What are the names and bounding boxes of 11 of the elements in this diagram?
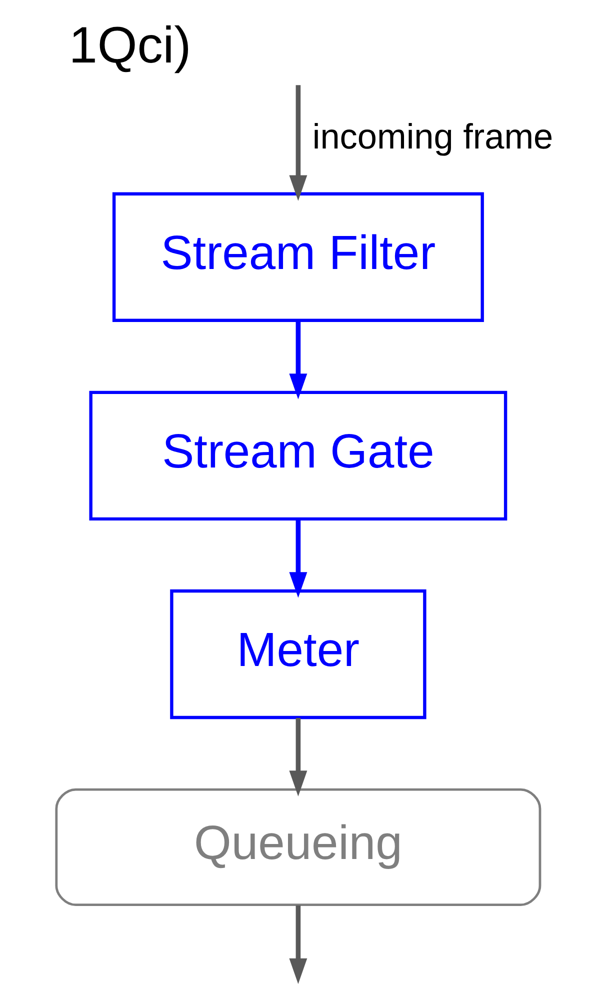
node-box: Queueing bbox=[54, 788, 541, 906]
node-box: Meter bbox=[170, 589, 426, 720]
arrow bbox=[288, 320, 307, 400]
edge-label: incoming frame bbox=[312, 117, 553, 156]
arrow bbox=[288, 905, 307, 984]
arrow bbox=[288, 85, 307, 201]
arrow bbox=[288, 718, 307, 796]
diagram-title: 1Qci) bbox=[68, 16, 191, 74]
node-box: Stream Gate bbox=[88, 390, 507, 521]
arrow bbox=[288, 519, 307, 598]
node-box: Stream Filter bbox=[112, 192, 484, 322]
